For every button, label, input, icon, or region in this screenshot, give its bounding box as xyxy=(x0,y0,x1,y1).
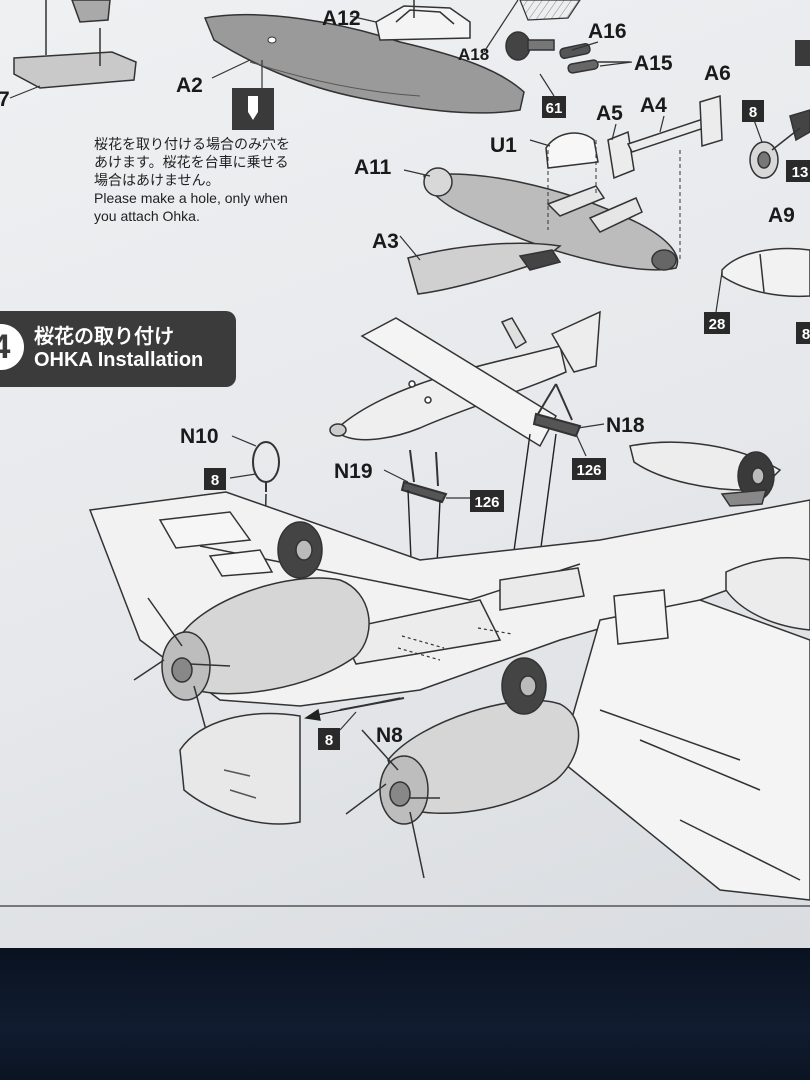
label-u1: U1 xyxy=(490,134,517,157)
svg-text:126: 126 xyxy=(576,462,601,479)
part-n10-drawing xyxy=(252,441,280,492)
ohka-upper-assembly-drawing xyxy=(407,167,679,295)
svg-text:8: 8 xyxy=(211,472,219,489)
step-title-jp: 桜花の取り付け xyxy=(34,326,174,348)
note-jp-line-1: 桜花を取り付ける場合のみ穴を xyxy=(94,136,290,152)
ohka-glider-drawing xyxy=(329,310,601,448)
code-box-28: 28 xyxy=(704,312,730,334)
step-banner: 4 桜花の取り付け OHKA Installation xyxy=(0,311,236,387)
note-en-line-2: you attach Ohka. xyxy=(94,208,200,224)
right-engine-drawing xyxy=(345,657,580,879)
background-fabric xyxy=(0,948,810,1080)
code-box-8-n10: 8 xyxy=(204,468,226,490)
note-jp-line-3: 場合はあけません。 xyxy=(94,172,220,188)
label-7: 7 xyxy=(0,88,10,111)
drill-hole-marks xyxy=(397,627,513,661)
code-box-8-right: 8 xyxy=(796,322,810,344)
note-jp-line-2: あけます。桜花を台車に乗せる xyxy=(94,154,289,170)
label-a12: A12 xyxy=(322,7,361,30)
label-n8: N8 xyxy=(376,724,403,747)
nose-cover-drawing xyxy=(721,247,810,298)
assembly-diagram: A12 A2 7 A18 A16 A15 A6 A4 A5 U1 A11 A3 … xyxy=(0,0,810,907)
label-a6: A6 xyxy=(704,62,731,85)
hole-instruction-note: 桜花を取り付ける場合のみ穴を あけます。桜花を台車に乗せる 場合はあけません。 … xyxy=(94,135,354,225)
part-u1-canopy-drawing xyxy=(545,132,599,169)
step-number-badge: 4 xyxy=(0,324,24,370)
part-n8-drawing xyxy=(339,697,405,711)
label-a18: A18 xyxy=(458,45,489,64)
svg-text:28: 28 xyxy=(709,316,726,333)
label-a3: A3 xyxy=(372,230,399,253)
left-engine-drawing xyxy=(133,521,370,731)
right-gear-wheel-drawing xyxy=(720,451,775,507)
label-n19: N19 xyxy=(334,460,373,483)
part-n18-drawing xyxy=(532,383,582,438)
bomber-nose-drawing xyxy=(179,712,301,825)
svg-text:8: 8 xyxy=(749,104,757,121)
code-box-126-n19: 126 xyxy=(470,490,504,512)
code-box-8-top: 8 xyxy=(742,100,764,122)
part-a2-fuselage-drawing xyxy=(203,13,525,114)
display-stand-drawing xyxy=(13,0,137,89)
note-en-line-1: Please make a hole, only when xyxy=(94,190,288,206)
code-box-126-n18: 126 xyxy=(572,458,606,480)
label-a2: A2 xyxy=(176,74,203,97)
label-n18: N18 xyxy=(606,414,645,437)
instruction-sheet: A12 A2 7 A18 A16 A15 A6 A4 A5 U1 A11 A3 … xyxy=(0,0,810,948)
svg-text:61: 61 xyxy=(546,100,563,117)
svg-text:8: 8 xyxy=(802,326,810,343)
code-box-61: 61 xyxy=(542,96,566,118)
code-box-8-n8: 8 xyxy=(318,728,340,750)
part-a12-drawing xyxy=(375,0,471,41)
part-a4-a5-a6-frame-drawing xyxy=(607,95,723,180)
label-a15: A15 xyxy=(634,52,673,75)
svg-text:13: 13 xyxy=(792,164,809,181)
label-n10: N10 xyxy=(180,425,219,448)
part-a9-wheel-drawing xyxy=(749,109,810,179)
label-a9: A9 xyxy=(768,204,795,227)
label-a16: A16 xyxy=(588,20,627,43)
svg-text:8: 8 xyxy=(325,732,333,749)
label-a11: A11 xyxy=(354,156,392,179)
label-a5: A5 xyxy=(596,102,623,125)
code-box-13: 13 xyxy=(786,160,810,182)
label-a4: A4 xyxy=(640,94,667,117)
svg-text:126: 126 xyxy=(474,494,499,511)
part-n19-drawing xyxy=(400,449,448,504)
step-title-en: OHKA Installation xyxy=(34,349,204,371)
